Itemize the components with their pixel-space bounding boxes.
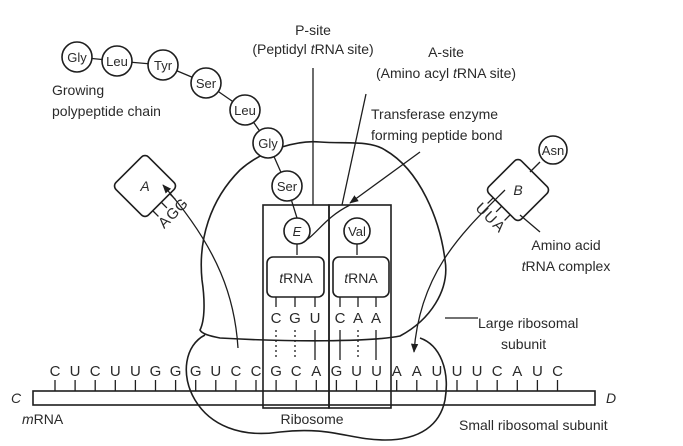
mrna-base: C [251,363,262,380]
mrna-base: A [392,363,402,380]
p-site-trna-label: tRNA [279,270,313,286]
mrna-base: G [170,363,182,380]
p-site-description: (Peptidyl tRNA site) [252,41,373,57]
trna-b-complex: UUA [472,158,550,236]
trna-b-tick [487,197,494,204]
anticodon-base: A [353,310,363,327]
mrna-base: U [110,363,121,380]
anticodon-base: U [310,310,321,327]
end-d-label: D [606,390,616,406]
trna-b-label: B [513,182,522,198]
transferase-label-line1: Transferase enzyme [371,106,498,122]
mrna-base: U [431,363,442,380]
mrna-base: C [552,363,563,380]
ribosome-label: Ribosome [280,411,343,427]
amino-acid-trna-label-line1: Amino acid [531,237,600,253]
anticodon-base: C [335,310,346,327]
mrna-base: C [90,363,101,380]
entry-arrow [410,189,506,353]
a-site-amino-acid [343,217,371,245]
small-ribosomal-subunit-outline [185,334,447,441]
large-subunit-label-line1: Large ribosomal [478,315,578,331]
mrna-base: U [210,363,221,380]
mrna-base: U [532,363,543,380]
a-site-amino-acid-label: Val [348,224,366,239]
trna-b-amino-acid [538,135,568,165]
a-site-trna: Val tRNA [332,217,390,298]
trna-a-tick [160,201,168,209]
p-site-title: P-site [295,22,331,38]
trna-a-tick [169,193,176,200]
large-ribosomal-subunit-outline [199,140,447,342]
mrna-base: C [492,363,503,380]
amino-acid-trna-label-line2: tRNA complex [522,258,611,274]
amino-acid-circle [190,67,222,99]
a-site-description: (Amino acyl tRNA site) [376,65,516,81]
exit-arrow [162,184,239,349]
mrna-label: mRNA [22,411,64,427]
amino-acid-label: Gly [67,50,87,65]
growing-chain-label-line1: Growing [52,82,104,98]
large-subunit-label-line2: subunit [501,336,546,352]
anticodon-base: A [371,310,381,327]
anticodon-base: C [271,310,282,327]
p-site-amino-acid-label: E [293,224,302,239]
trna-b-tick [504,214,511,221]
amino-acid-circle [61,41,93,73]
mrna-base: U [70,363,81,380]
mrna-base: C [50,363,61,380]
mrna-base: U [130,363,141,380]
anticodon-base: G [289,310,301,327]
mrna-base: A [512,363,522,380]
amino-acid-label: Gly [258,136,278,151]
a-site-box [328,204,392,409]
amino-acid-label: Ser [196,76,217,91]
mrna-strand [32,390,596,406]
mrna-base: C [291,363,302,380]
mrna-base: G [331,363,343,380]
p-site-trna: E tRNA [266,217,325,298]
amino-acid-label: Ser [277,179,298,194]
amino-acid-label: Leu [106,54,128,69]
mrna-base: A [311,363,321,380]
mrna-base: U [452,363,463,380]
amino-acid-circle [252,127,284,159]
amino-acid-label: Leu [234,103,256,118]
end-c-label: C [11,390,22,406]
mrna-base: G [190,363,202,380]
small-subunit-label: Small ribosomal subunit [459,417,608,433]
amino-acid-circle [271,170,303,202]
mrna-base: A [412,363,422,380]
trna-a-tick [152,210,159,217]
trna-a-label: A [139,178,149,194]
amino-acid-circle [229,94,261,126]
mrna-base: C [230,363,241,380]
mrna-base: U [371,363,382,380]
amino-acid-circle [101,45,133,77]
trna-a-complex: AGG [113,154,192,232]
p-site-amino-acid [283,217,311,245]
transferase-pointer [349,151,421,204]
amino-acid-circle [147,49,179,81]
mrna-base: U [351,363,362,380]
a-site-title: A-site [428,44,464,60]
a-site-trna-label: tRNA [344,270,378,286]
growing-chain-label-line2: polypeptide chain [52,103,161,119]
amino-acid-label: Tyr [154,58,173,73]
trna-b-tick [495,205,503,213]
mrna-base: U [472,363,483,380]
a-site-pointer [341,93,367,206]
trna-b-amino-acid-label: Asn [542,143,564,158]
mrna-base: G [150,363,162,380]
transferase-label-line2: forming peptide bond [371,127,503,143]
mrna-base: G [270,363,282,380]
